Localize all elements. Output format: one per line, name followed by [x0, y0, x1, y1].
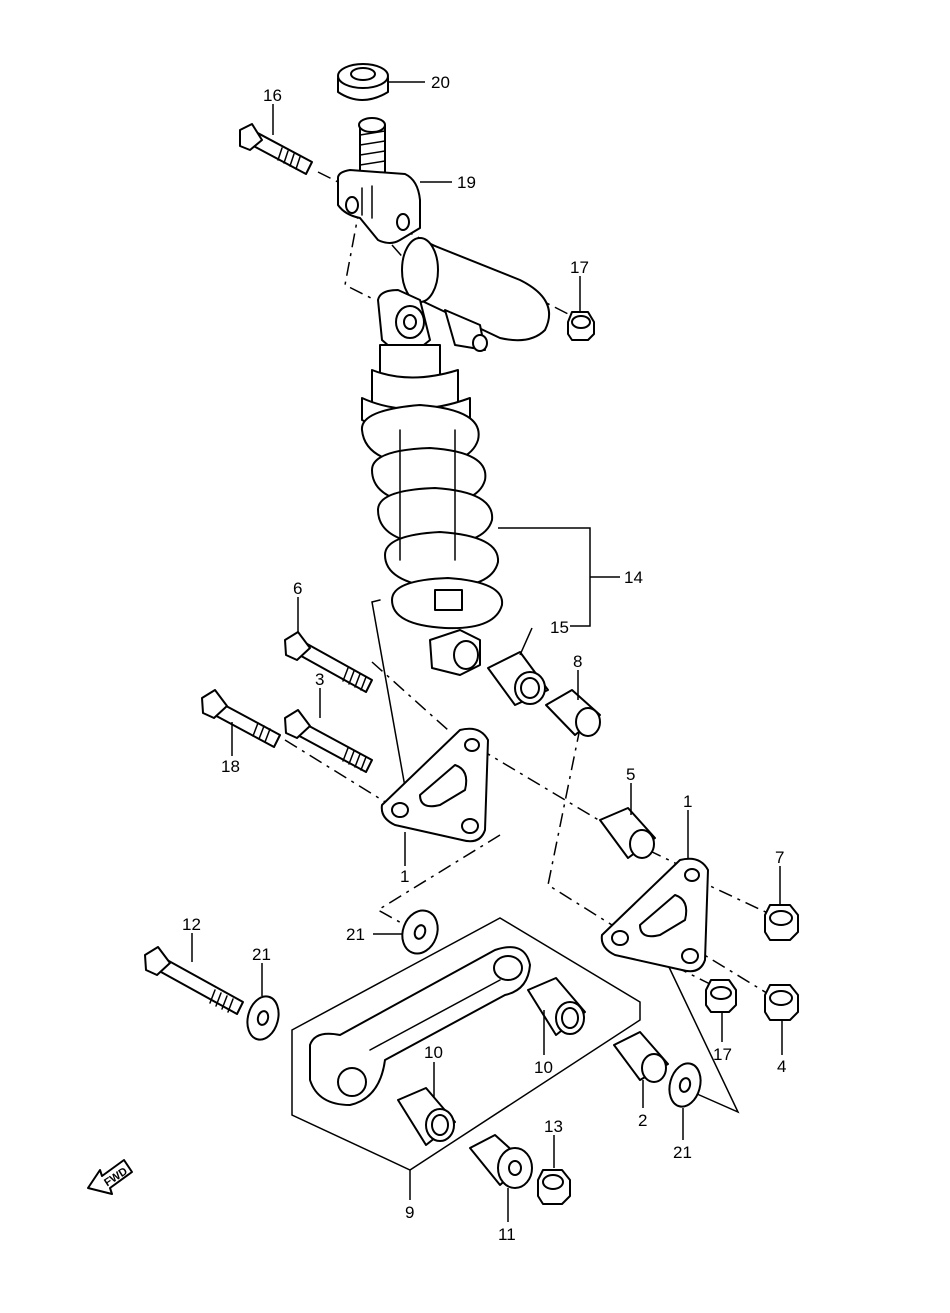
fwd-arrow-icon: FWD — [87, 1159, 133, 1195]
bearing-15 — [487, 651, 549, 706]
link-frame-right — [667, 964, 740, 1114]
label-15: 15 — [550, 618, 569, 637]
label-19: 19 — [457, 173, 476, 192]
cap-nut-20 — [337, 63, 389, 101]
label-5: 5 — [626, 765, 635, 784]
link-plate-1-right — [600, 857, 709, 973]
label-12: 12 — [182, 915, 201, 934]
nut-17-lower — [705, 979, 737, 1013]
washer-21-upper — [401, 909, 439, 955]
label-21-right: 21 — [673, 1143, 692, 1162]
label-21-left: 21 — [252, 945, 271, 964]
nut-4 — [764, 984, 799, 1021]
bolt-12 — [144, 946, 244, 1015]
bolt-3 — [284, 709, 373, 773]
label-18: 18 — [221, 757, 240, 776]
washer-21-left — [246, 995, 280, 1041]
bolt-18 — [201, 689, 281, 748]
label-17-lower: 17 — [713, 1045, 732, 1064]
spacer-8 — [545, 689, 601, 737]
label-6: 6 — [293, 579, 302, 598]
label-10-left: 10 — [424, 1043, 443, 1062]
link-plate-1-left — [380, 727, 489, 843]
label-7: 7 — [775, 848, 784, 867]
label-21-upper: 21 — [346, 925, 365, 944]
upper-bracket-19 — [337, 117, 421, 244]
label-3: 3 — [315, 670, 324, 689]
label-10-right: 10 — [534, 1058, 553, 1077]
cushion-lever-frame — [291, 917, 641, 1171]
bolt-6 — [284, 631, 373, 693]
label-1-right: 1 — [683, 792, 692, 811]
spacer-5 — [599, 807, 656, 859]
label-20: 20 — [431, 73, 450, 92]
label-17-upper: 17 — [570, 258, 589, 277]
label-14: 14 — [624, 568, 643, 587]
label-1-left: 1 — [400, 867, 409, 886]
washer-21-right — [668, 1062, 702, 1108]
nut-7 — [764, 904, 799, 941]
label-13: 13 — [544, 1117, 563, 1136]
label-9: 9 — [405, 1203, 414, 1222]
nut-17-upper — [567, 311, 595, 341]
label-8: 8 — [573, 652, 582, 671]
label-16: 16 — [263, 86, 282, 105]
bearing-10-left — [397, 1087, 456, 1146]
cushion-lever-9 — [309, 946, 531, 1106]
shock-absorber-14 — [360, 237, 550, 676]
leader-lines — [191, 81, 783, 1222]
label-4: 4 — [777, 1057, 786, 1076]
nut-13 — [537, 1169, 571, 1205]
bolt-16 — [239, 123, 313, 175]
bearing-10-right — [527, 977, 586, 1036]
label-11: 11 — [498, 1225, 516, 1244]
collar-2 — [613, 1031, 669, 1083]
part-number-labels: 20 16 19 17 14 15 6 8 3 18 5 1 1 7 21 12… — [182, 73, 786, 1244]
label-2: 2 — [638, 1111, 647, 1130]
bushing-11 — [469, 1134, 533, 1189]
link-frame-left — [371, 601, 411, 816]
